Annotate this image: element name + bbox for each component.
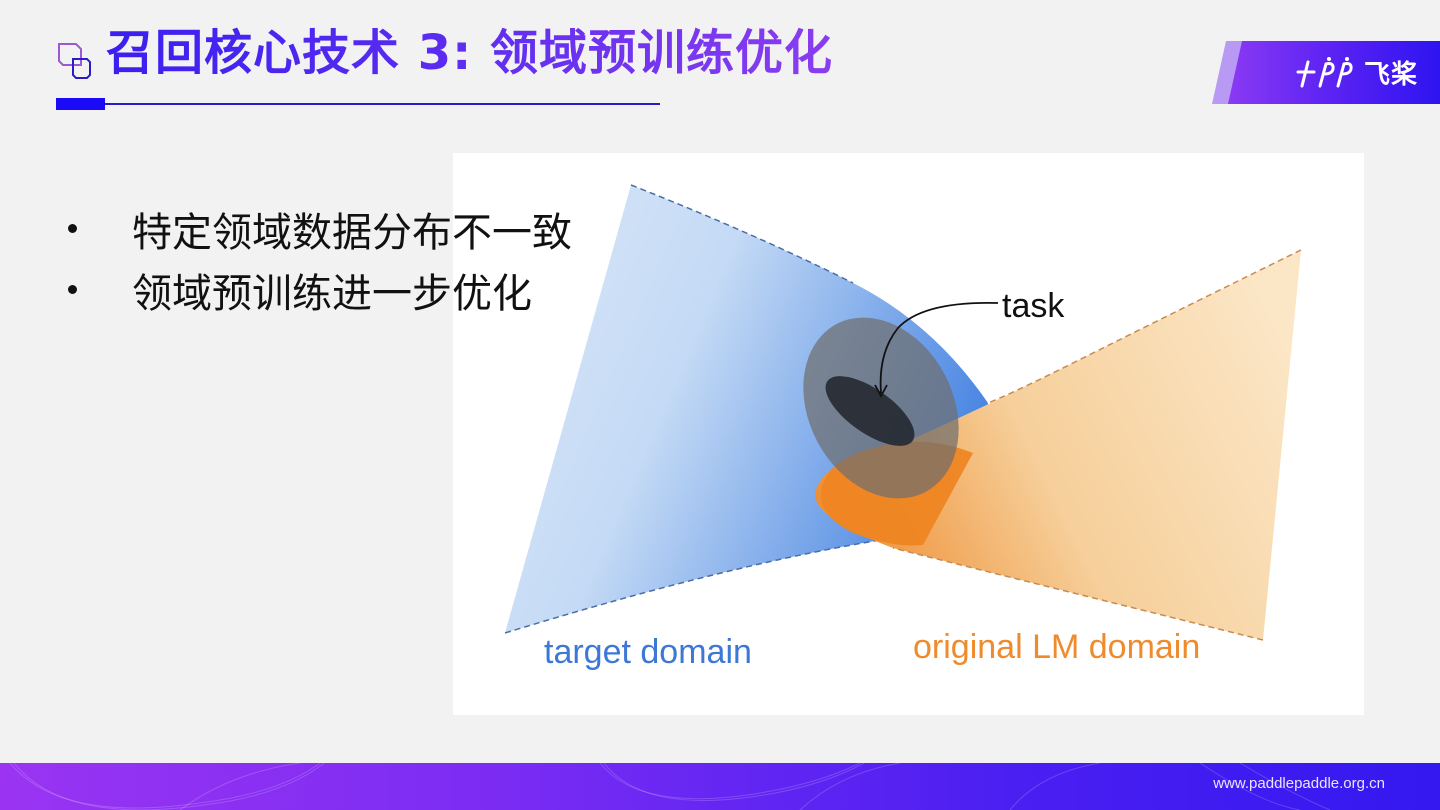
bullet-dot-icon — [68, 285, 77, 294]
footer-decoration — [9, 763, 1331, 810]
original-domain-region — [814, 250, 1301, 640]
logo-text: 飞桨 — [1364, 60, 1419, 90]
paddlepaddle-logo: 飞桨 — [1296, 54, 1418, 91]
domain-diagram: task target domain original LM domain — [453, 153, 1364, 715]
footer-url[interactable]: www.paddlepaddle.org.cn — [1213, 775, 1385, 792]
bullet-item: 特定领域数据分布不一致 — [64, 198, 572, 259]
bullet-list: 特定领域数据分布不一致 领域预训练进一步优化 — [64, 198, 572, 320]
bullet-item: 领域预训练进一步优化 — [64, 259, 572, 320]
task-core-region — [825, 376, 915, 446]
title-underline-accent — [56, 98, 105, 110]
footer-bar: www.paddlepaddle.org.cn — [0, 763, 1440, 810]
bullet-text: 特定领域数据分布不一致 — [132, 209, 572, 256]
original-domain-label: original LM domain — [913, 628, 1201, 666]
bullet-text: 领域预训练进一步优化 — [132, 270, 532, 317]
task-arrow — [879, 301, 999, 394]
title-underline — [105, 103, 660, 105]
target-domain-label: target domain — [544, 633, 752, 671]
page-title: 召回核心技术 3: 领域预训练优化 — [106, 22, 833, 84]
task-label: task — [1002, 287, 1065, 325]
bullet-dot-icon — [68, 224, 77, 233]
overlapping-squares-icon — [58, 43, 91, 79]
domain-diagram-graphic — [504, 184, 1302, 641]
paddlepaddle-logo-icon — [1296, 56, 1353, 87]
